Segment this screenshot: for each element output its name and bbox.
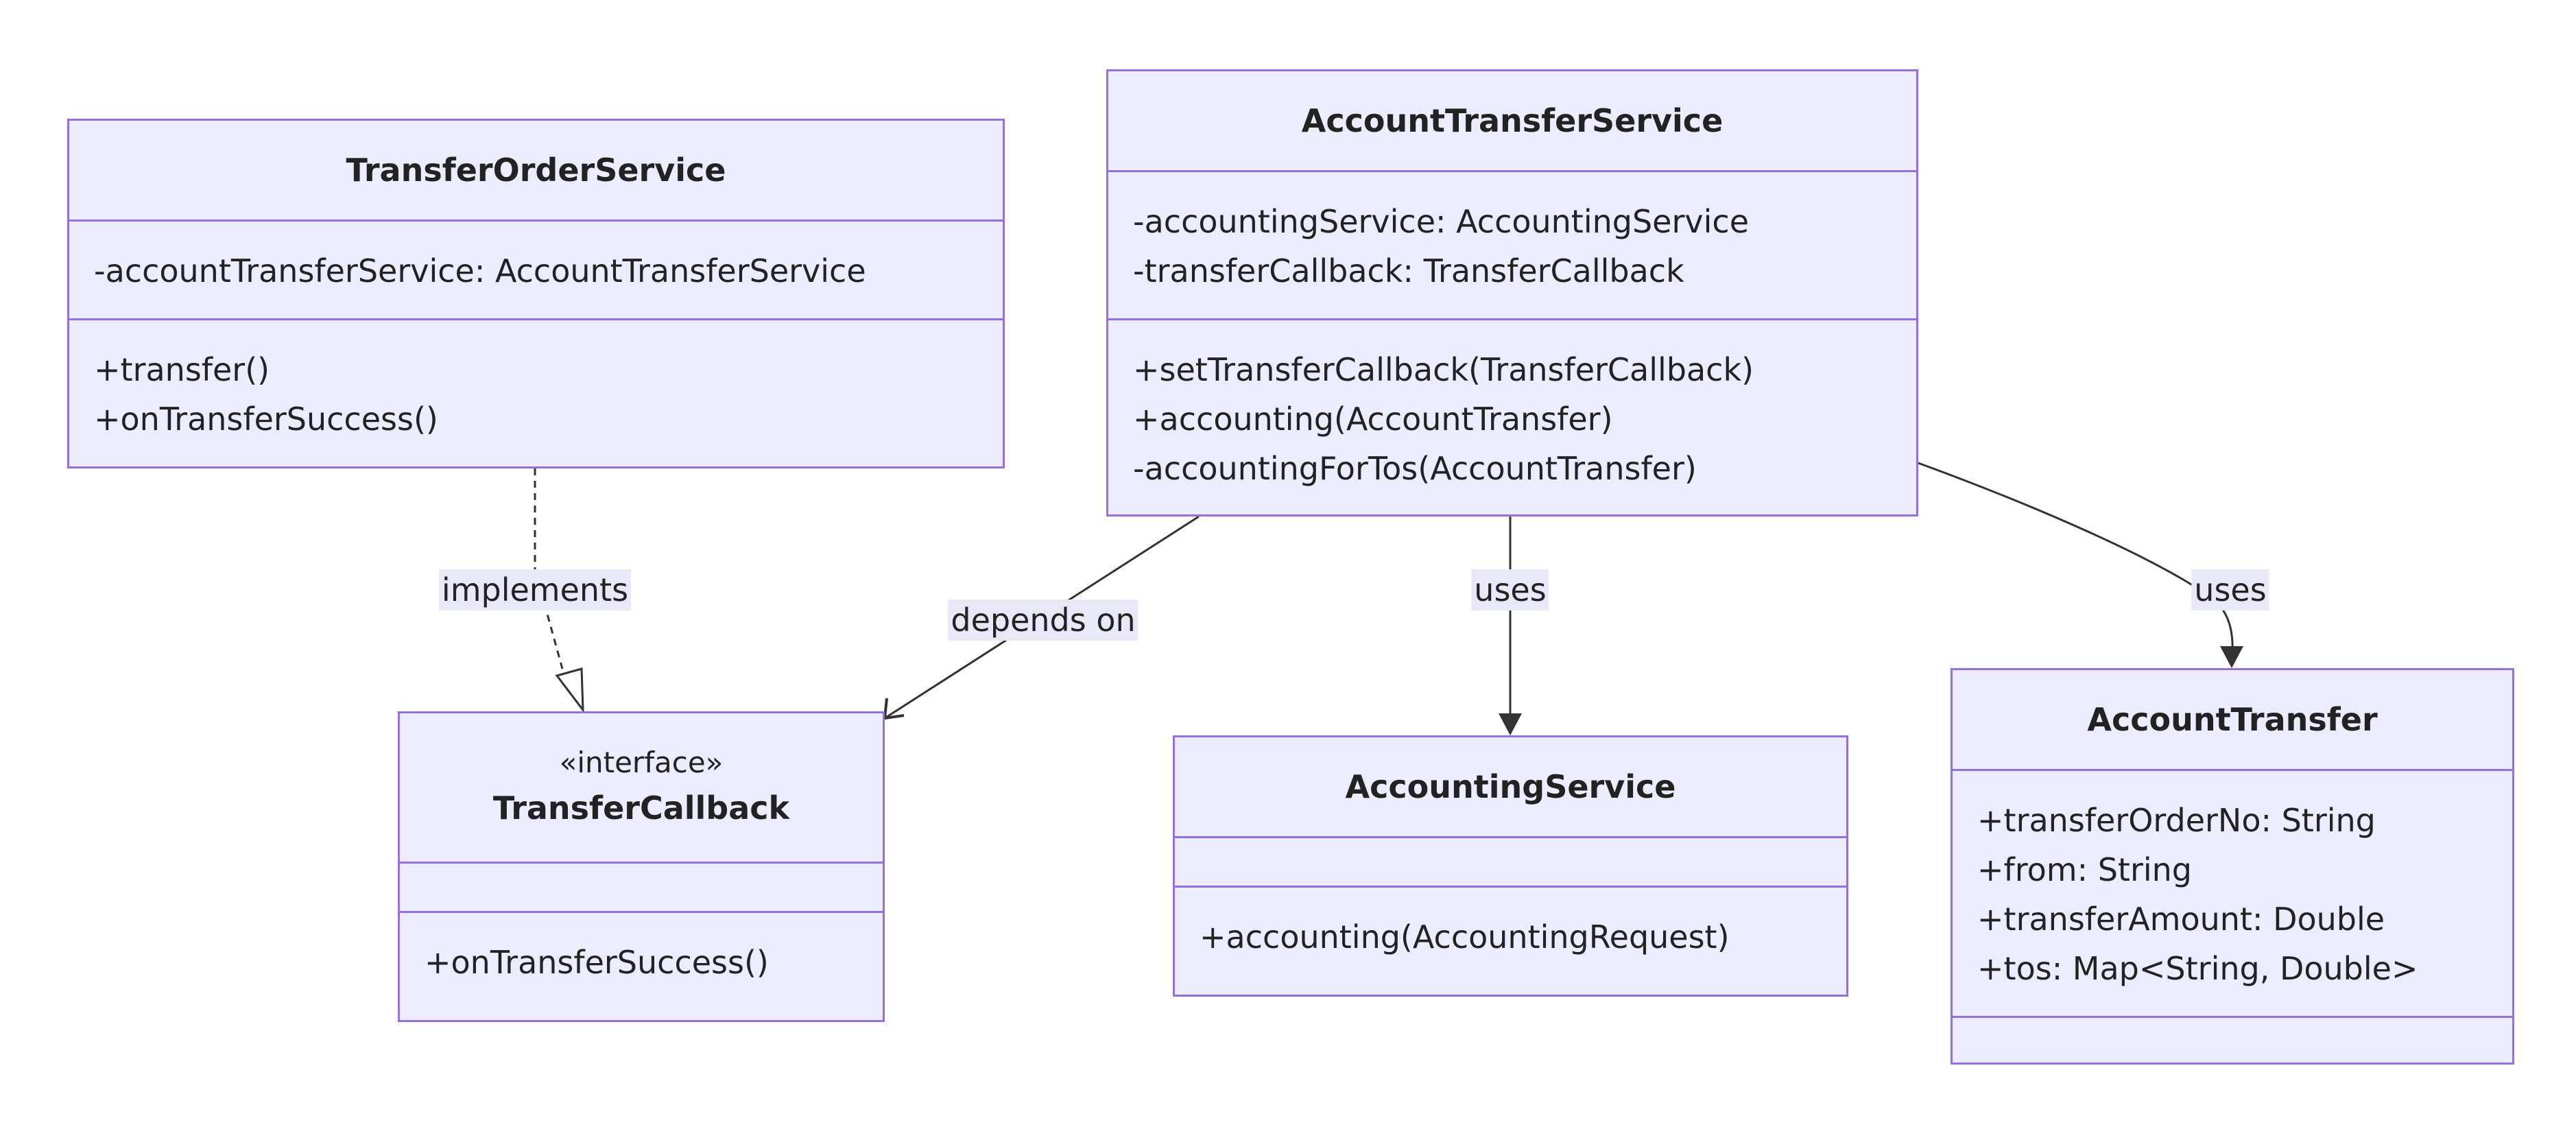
class-transfer-callback[interactable]: «interface» TransferCallback +onTransfer… xyxy=(398,711,885,1022)
class-method: +accounting(AccountTransfer) xyxy=(1133,401,1613,438)
uses-account-transfer-edge xyxy=(1918,462,2234,666)
class-attribute: +tos: Map<String, Double> xyxy=(1977,950,2418,987)
class-attribute: -accountTransferService: AccountTransfer… xyxy=(94,252,866,289)
class-method: +onTransferSuccess() xyxy=(425,944,769,981)
class-account-transfer-service[interactable]: AccountTransferService -accountingServic… xyxy=(1106,69,1918,517)
class-method: +accounting(AccountingRequest) xyxy=(1200,918,1730,956)
class-account-transfer[interactable]: AccountTransfer +transferOrderNo: String… xyxy=(1951,668,2514,1065)
class-accounting-service[interactable]: AccountingService +accounting(Accounting… xyxy=(1173,735,1848,997)
class-name: AccountingService xyxy=(1345,768,1676,805)
class-name: TransferCallback xyxy=(492,790,790,827)
class-attribute: +transferAmount: Double xyxy=(1977,901,2385,938)
uses-account-transfer-label: uses xyxy=(2191,569,2269,610)
class-method: -accountingForTos(AccountTransfer) xyxy=(1133,450,1697,487)
class-name: AccountTransferService xyxy=(1301,102,1724,139)
empty-methods-section xyxy=(1953,1016,2512,1063)
class-attribute: -accountingService: AccountingService xyxy=(1133,203,1749,240)
class-attribute: +transferOrderNo: String xyxy=(1977,802,2376,839)
empty-attributes-section xyxy=(1175,836,1846,886)
implements-edge xyxy=(534,468,564,669)
class-method: +transfer() xyxy=(94,351,270,388)
implements-label: implements xyxy=(438,569,632,610)
class-method: +setTransferCallback(TransferCallback) xyxy=(1133,351,1754,388)
class-stereotype: «interface» xyxy=(559,746,724,779)
implements-arrowhead xyxy=(555,667,584,713)
uses-accounting-service-arrowhead xyxy=(1499,713,1522,735)
depends-on-label: depends on xyxy=(948,600,1138,641)
class-name: TransferOrderService xyxy=(346,152,726,189)
class-name: AccountTransfer xyxy=(2087,701,2378,738)
class-method: +onTransferSuccess() xyxy=(94,401,438,438)
depends-on-arrowhead xyxy=(883,698,905,720)
uses-accounting-service-label: uses xyxy=(1471,569,1549,610)
class-transfer-order-service[interactable]: TransferOrderService -accountTransferSer… xyxy=(67,119,1005,468)
class-attribute: -transferCallback: TransferCallback xyxy=(1133,252,1684,289)
class-attribute: +from: String xyxy=(1977,851,2192,888)
empty-attributes-section xyxy=(400,862,883,911)
uses-account-transfer-arrowhead xyxy=(2220,646,2243,668)
